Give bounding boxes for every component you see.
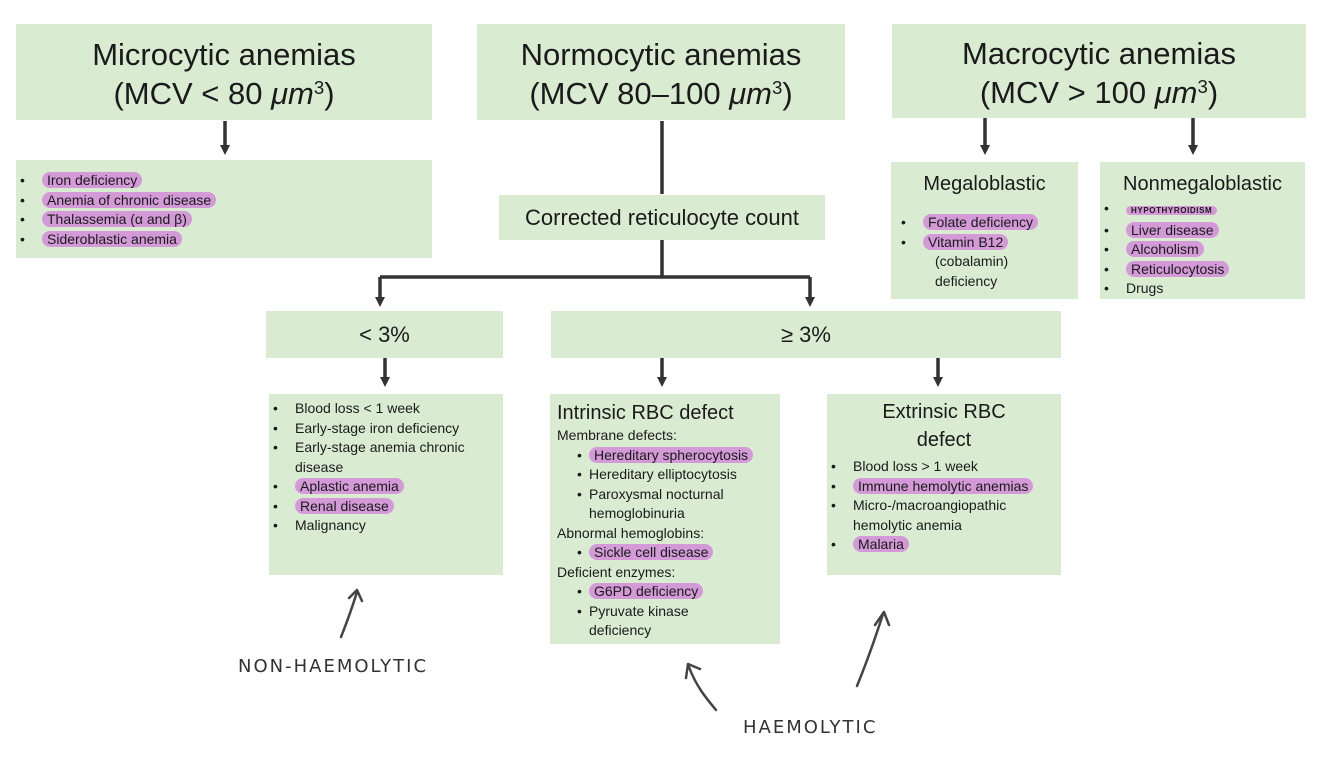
abnormal-hemoglobins-label: Abnormal hemoglobins: [557,524,705,541]
nonmegaloblastic-box: Nonmegaloblastic HYPOTHYROIDISM Liver di… [1100,162,1305,299]
high-percent-box: ≥ 3% [551,311,1061,358]
list-item: Early-stage anemia chronic [269,438,503,458]
hand-arrow-haemolytic-left [684,662,718,712]
normocytic-header: Normocytic anemias (MCV 80–100 μm3) [477,24,845,120]
abnormal-hemoglobins-list: Sickle cell disease [557,543,780,563]
membrane-defects-label: Membrane defects: [557,427,677,443]
haemolytic-annotation: HAEMOLYTIC [743,717,878,738]
list-item: Malignancy [269,516,503,536]
list-item: Sideroblastic anemia [16,230,432,250]
list-item-continued: deficiency [935,272,998,289]
nonmegaloblastic-list: HYPOTHYROIDISM Liver disease Alcoholism … [1100,199,1305,299]
list-item: Vitamin B12 [897,233,1078,253]
list-item: HYPOTHYROIDISM [1100,199,1305,221]
list-item: Reticulocytosis [1100,260,1305,280]
list-item: Micro-/macroangiopathic [827,496,1061,516]
list-item: Aplastic anemia [269,477,503,497]
list-item: Alcoholism [1100,240,1305,260]
microcytic-mcv: (MCV < 80 μm3) [113,75,335,111]
deficient-enzymes-list: G6PD deficiency Pyruvate kinase deficien… [557,582,780,641]
list-item: Thalassemia (α and β) [16,210,432,230]
list-item: Hereditary spherocytosis [557,446,780,466]
nonmegaloblastic-title: Nonmegaloblastic [1123,173,1282,195]
megaloblastic-title: Megaloblastic [923,173,1046,195]
list-item: Drugs [1100,279,1305,299]
microcytic-header: Microcytic anemias (MCV < 80 μm3) [16,24,432,120]
list-item: Sickle cell disease [557,543,780,563]
list-item: Folate deficiency [897,213,1078,233]
non-hemolytic-list: Blood loss < 1 week Early-stage iron def… [269,399,503,536]
list-item: Iron deficiency [16,171,432,191]
intrinsic-box: Intrinsic RBC defect Membrane defects: H… [550,394,780,644]
membrane-defects-list: Hereditary spherocytosis Hereditary elli… [557,446,780,524]
deficient-enzymes-label: Deficient enzymes: [557,563,676,580]
hand-arrow-haemolytic-right [855,610,891,688]
extrinsic-title: Extrinsic RBC defect [882,401,1006,451]
list-item: Early-stage iron deficiency [269,419,503,439]
list-item: Liver disease [1100,221,1305,241]
microcytic-title: Microcytic anemias [92,37,356,72]
list-item: Renal disease [269,497,503,517]
list-item-continued: hemoglobinuria [589,505,685,521]
low-percent-box: < 3% [266,311,503,358]
extrinsic-list: Blood loss > 1 week Immune hemolytic ane… [827,457,1061,555]
macrocytic-title: Macrocytic anemias [962,36,1236,71]
list-item: Immune hemolytic anemias [827,477,1061,497]
non-hemolytic-list-box: Blood loss < 1 week Early-stage iron def… [269,394,503,575]
intrinsic-title: Intrinsic RBC defect [557,402,734,424]
list-item-continued: hemolytic anemia [853,516,962,533]
hand-arrow-non-haemolytic [339,588,364,639]
list-item: G6PD deficiency [557,582,780,602]
normocytic-title: Normocytic anemias [520,37,802,72]
microcytic-list-box: Iron deficiency Anemia of chronic diseas… [16,160,432,258]
list-item-continued: deficiency [589,622,652,638]
normocytic-mcv: (MCV 80–100 μm3) [529,75,793,111]
list-item: Malaria [827,535,1061,555]
list-item: Anemia of chronic disease [16,191,432,211]
list-item-continued: (cobalamin) [935,253,1009,269]
non-haemolytic-annotation: NON-HAEMOLYTIC [238,656,429,677]
list-item-continued: disease [295,458,344,475]
extrinsic-box: Extrinsic RBC defect Blood loss > 1 week… [827,394,1061,575]
reticulocyte-box: Corrected reticulocyte count [499,195,825,240]
list-item: Paroxysmal nocturnal [557,485,780,505]
megaloblastic-list: Folate deficiency Vitamin B12 (cobalamin… [891,213,1078,291]
megaloblastic-box: Megaloblastic Folate deficiency Vitamin … [891,162,1078,299]
list-item: Hereditary elliptocytosis [557,465,780,485]
list-item: Blood loss > 1 week [827,457,1061,477]
list-item: Pyruvate kinase [557,602,780,622]
list-item: Blood loss < 1 week [269,399,503,419]
macrocytic-mcv: (MCV > 100 μm3) [979,74,1219,110]
macrocytic-header: Macrocytic anemias (MCV > 100 μm3) [892,24,1306,118]
microcytic-list: Iron deficiency Anemia of chronic diseas… [16,171,432,249]
